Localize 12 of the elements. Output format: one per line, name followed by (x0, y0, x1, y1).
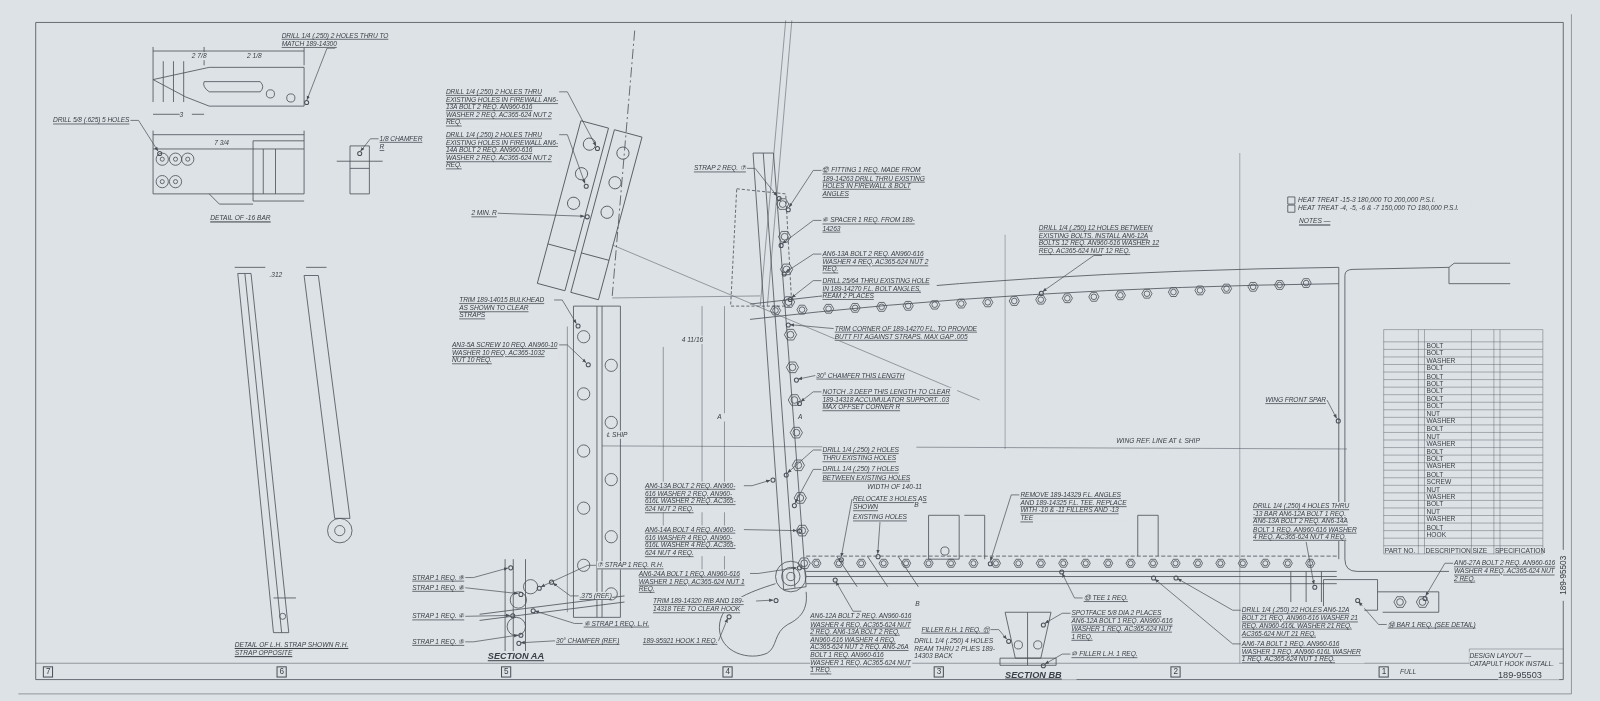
drawing-number: 189-95503 (1497, 669, 1560, 680)
zone-number: 1 (1378, 666, 1390, 678)
hole-symbol (796, 400, 802, 406)
zone-number: 7 (42, 666, 54, 678)
zone-number: 2 (1170, 666, 1182, 678)
hole-symbol (778, 242, 784, 248)
drawing-number: 189-95503 (1559, 549, 1568, 601)
zone-number: 4 (722, 666, 734, 678)
zone-number: 3 (933, 666, 945, 678)
section-title: SECTION BB (1005, 669, 1077, 680)
zone-number: 5 (501, 666, 512, 678)
zone-number: 6 (276, 666, 288, 678)
